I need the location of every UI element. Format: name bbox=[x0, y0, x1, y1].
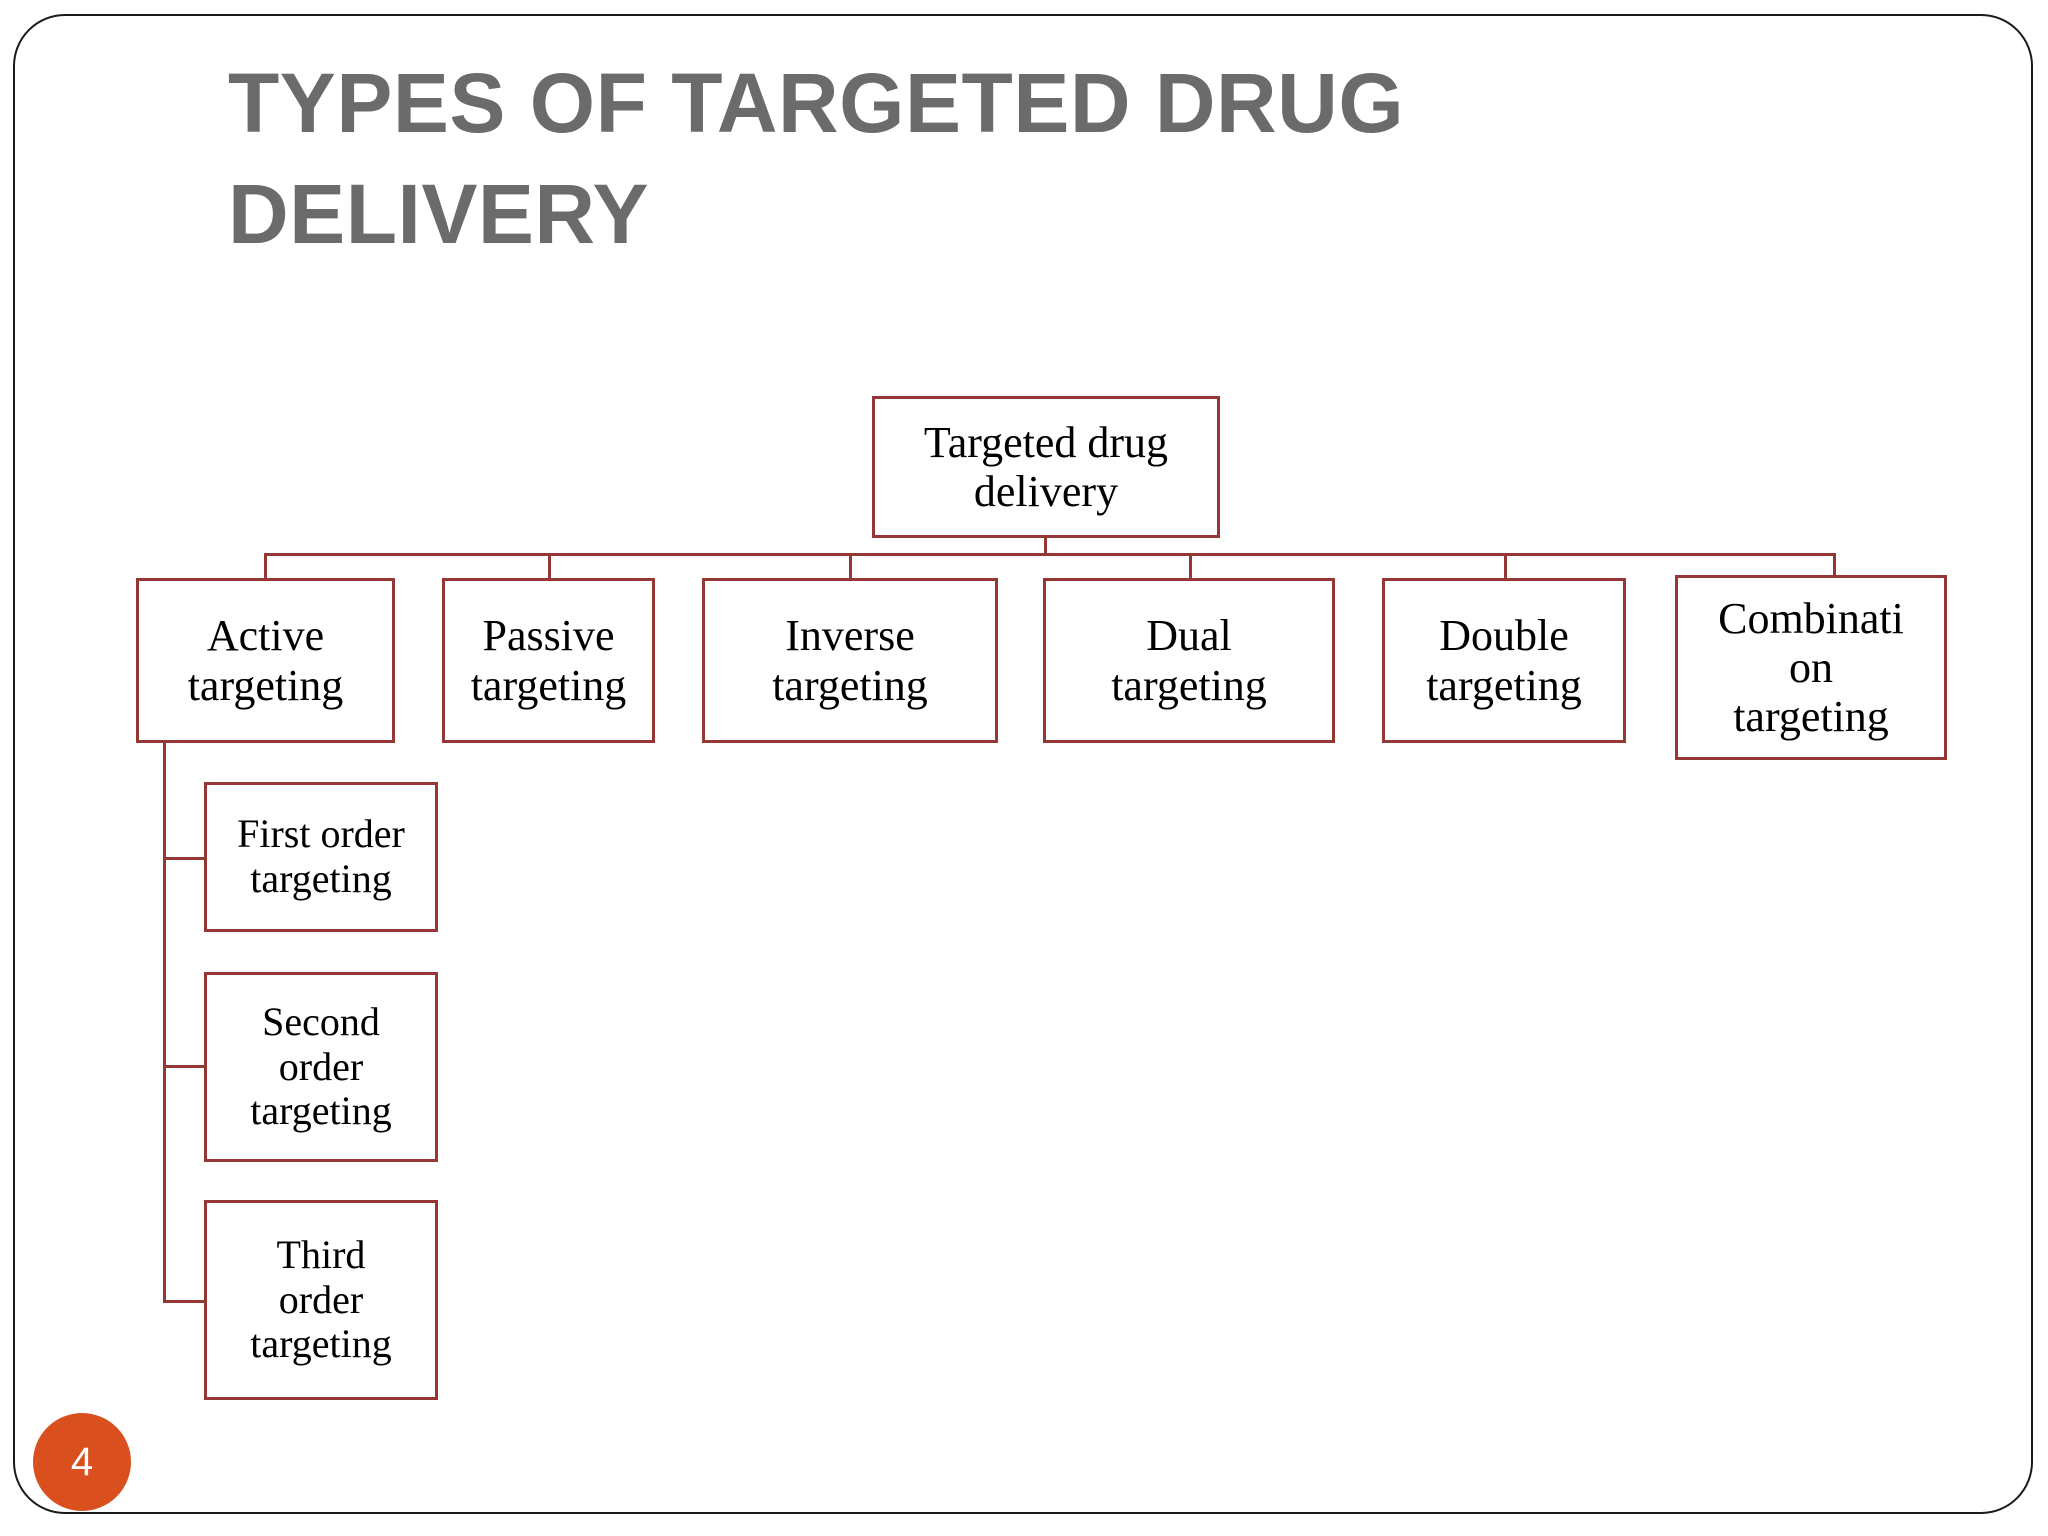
tree-node-third-order-targeting[interactable]: Third order targeting bbox=[204, 1200, 438, 1400]
connector-drop-active bbox=[264, 553, 267, 578]
connector-drop-inverse bbox=[849, 553, 852, 578]
connector-drop-double bbox=[1504, 553, 1507, 578]
connector-drop-passive bbox=[548, 553, 551, 578]
tree-node-root[interactable]: Targeted drug delivery bbox=[872, 396, 1220, 538]
tree-node-first-order-targeting[interactable]: First order targeting bbox=[204, 782, 438, 932]
tree-node-passive-targeting[interactable]: Passive targeting bbox=[442, 578, 655, 743]
connector-spine-active-children bbox=[163, 743, 166, 1303]
tree-node-double-targeting[interactable]: Double targeting bbox=[1382, 578, 1626, 743]
connector-drop-combination bbox=[1833, 553, 1836, 575]
tree-node-active-targeting[interactable]: Active targeting bbox=[136, 578, 395, 743]
connector-root-stem bbox=[1044, 538, 1047, 555]
connector-elbow-third-order bbox=[163, 1300, 206, 1303]
tree-node-dual-targeting[interactable]: Dual targeting bbox=[1043, 578, 1335, 743]
connector-drop-dual bbox=[1189, 553, 1192, 578]
tree-node-combination-targeting[interactable]: Combinati on targeting bbox=[1675, 575, 1947, 760]
connector-bus-level2 bbox=[264, 553, 1834, 556]
page-title: TYPES OF TARGETED DRUG DELIVERY bbox=[228, 56, 1405, 261]
connector-elbow-first-order bbox=[163, 857, 206, 860]
connector-elbow-second-order bbox=[163, 1065, 206, 1068]
tree-node-second-order-targeting[interactable]: Second order targeting bbox=[204, 972, 438, 1162]
page-number-badge: 4 bbox=[33, 1413, 131, 1511]
tree-node-inverse-targeting[interactable]: Inverse targeting bbox=[702, 578, 998, 743]
